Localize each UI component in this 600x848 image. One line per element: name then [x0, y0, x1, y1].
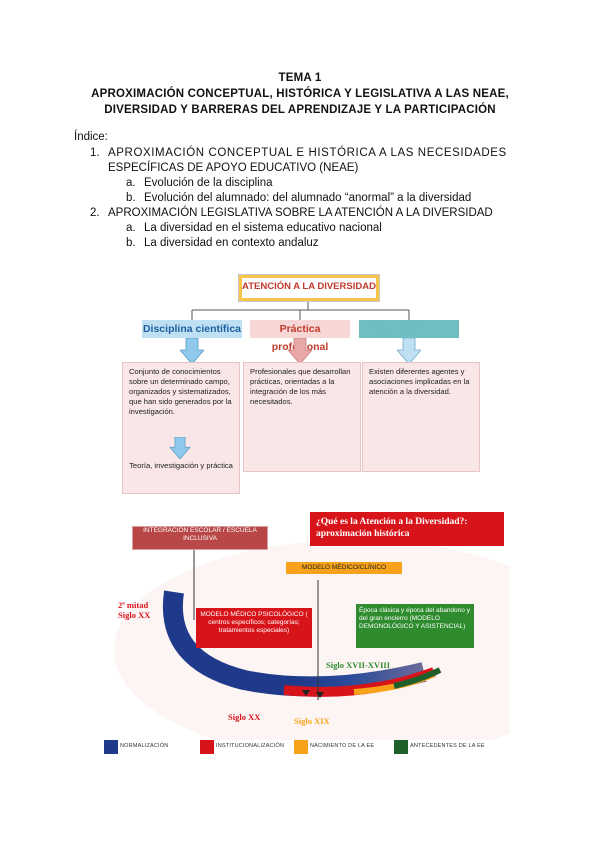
subitem-text: La diversidad en contexto andaluz: [144, 237, 319, 249]
index-subitem: b. La diversidad en contexto andaluz: [126, 236, 319, 251]
box-text: Conjunto de conocimientos sobre un deter…: [129, 367, 232, 416]
subitem-letter: a.: [126, 222, 136, 234]
index-item-2: 2. APROXIMACIÓN LEGISLATIVA SOBRE LA ATEN…: [90, 206, 493, 221]
box-disciplina: Conjunto de conocimientos sobre un deter…: [122, 362, 240, 494]
index-item-number: 2.: [90, 207, 100, 219]
index-label: Índice:: [74, 131, 108, 143]
subitem-text: La diversidad en el sistema educativo na…: [144, 222, 382, 234]
legend-swatch: [394, 740, 408, 754]
label-2mitad-siglo-xx: 2ª mitad Siglo XX: [118, 600, 151, 620]
connector-lines: [191, 300, 410, 320]
legend-swatch: [104, 740, 118, 754]
index-item-1: 1. APROXIMACIÓN CONCEPTUAL E HISTÓRICA A …: [90, 146, 526, 161]
historical-approach-diagram: ¿Qué es la Atención a la Diversidad?: ap…: [104, 500, 510, 766]
legend-label: NORMALIZACIÓN: [120, 743, 169, 749]
index-subitem: a. La diversidad en el sistema educativo …: [126, 221, 382, 236]
subitem-letter: a.: [126, 177, 136, 189]
attention-diversity-diagram: ATENCIÓN A LA DIVERSIDAD Disciplina cien…: [122, 270, 480, 494]
down-arrow-icon: [169, 437, 191, 459]
label-siglo-xx: Siglo XX: [228, 712, 261, 722]
subitem-text: Evolución del alumnado: del alumnado “an…: [144, 192, 472, 204]
down-arrow-icon: [180, 338, 204, 364]
tab-accion: Acción educativa: [359, 320, 459, 338]
history-title: ¿Qué es la Atención a la Diversidad?: ap…: [310, 512, 504, 546]
history-legend: NORMALIZACIÓN INSTITUCIONALIZACIÓN NACIM…: [104, 738, 510, 756]
index-item-1-cont: ESPECÍFICAS DE APOYO EDUCATIVO (NEAE): [108, 162, 359, 174]
label-medico-clinico: MODELO MÉDICO/CLÍNICO: [286, 562, 402, 574]
subitem-text: Evolución de la disciplina: [144, 177, 273, 189]
index-item-text: APROXIMACIÓN CONCEPTUAL E HISTÓRICA A LA…: [108, 147, 507, 159]
legend-label: INSTITUCIONALIZACIÓN: [216, 743, 285, 749]
label-epoca-clasica: Época clásica y época del abandono y del…: [356, 604, 474, 648]
legend-swatch: [294, 740, 308, 754]
tab-disciplina: Disciplina científica: [142, 320, 242, 338]
subitem-letter: b.: [126, 237, 136, 249]
down-arrow-icon: [397, 338, 421, 364]
box-text: Existen diferentes agentes y asociacione…: [369, 367, 470, 396]
doc-subtitle-line2: DIVERSIDAD Y BARRERAS DEL APRENDIZAJE Y …: [104, 104, 496, 116]
diagram-header-text: ATENCIÓN A LA DIVERSIDAD: [242, 281, 376, 292]
subitem-letter: b.: [126, 192, 136, 204]
index-subitem: a. Evolución de la disciplina: [126, 176, 273, 191]
label-medico-psicologico: MODELO MÉDICO PSICOLÓGICO ( centros espe…: [196, 608, 312, 648]
label-integracion: INTEGRACIÓN ESCOLAR / ESCUELA INCLUSIVA: [132, 526, 268, 550]
doc-subtitle-line1: APROXIMACIÓN CONCEPTUAL, HISTÓRICA Y LEG…: [91, 88, 509, 100]
box-practica: Profesionales que desarrollan prácticas,…: [243, 362, 361, 472]
legend-label: ANTECEDENTES DE LA EE: [410, 743, 485, 749]
index-item-number: 1.: [90, 147, 100, 159]
label-siglo-xvii-xviii: Siglo XVII-XVIII: [326, 660, 390, 670]
doc-title: TEMA 1: [278, 72, 322, 84]
label-siglo-xix: Siglo XIX: [294, 716, 330, 726]
index-subitem: b. Evolución del alumnado: del alumnado “…: [126, 191, 471, 206]
diagram-header: ATENCIÓN A LA DIVERSIDAD: [238, 274, 380, 302]
legend-label: NACIMIENTO DE LA EE: [310, 743, 375, 749]
down-arrow-icon: [288, 338, 312, 364]
box-extra-text: Teoría, investigación y práctica: [129, 461, 233, 470]
history-arc: [114, 540, 510, 740]
box-accion: Existen diferentes agentes y asociacione…: [362, 362, 480, 472]
legend-swatch: [200, 740, 214, 754]
box-text: Profesionales que desarrollan prácticas,…: [250, 367, 351, 406]
tab-practica: Práctica profesional: [250, 320, 350, 353]
index-item-text: APROXIMACIÓN LEGISLATIVA SOBRE LA ATENCI…: [108, 207, 493, 219]
